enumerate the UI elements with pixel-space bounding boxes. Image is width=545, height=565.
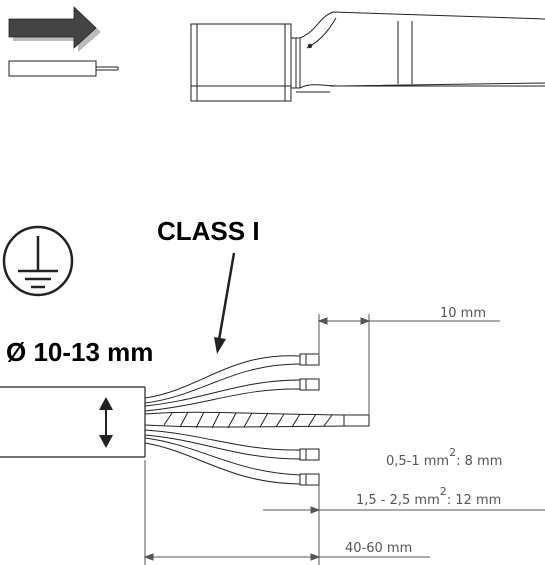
dimension-strip-length — [317, 314, 500, 415]
class-label: CLASS I — [157, 216, 260, 246]
small-wire-prefix: 0,5-1 mm — [386, 454, 449, 469]
small-wire-exponent: 2 — [449, 446, 456, 459]
wire-bottom-1 — [144, 429, 320, 461]
large-wire-prefix: 1,5 - 2,5 mm — [356, 493, 440, 508]
stripped-wire-illustration — [8, 60, 119, 77]
large-wire-suffix: : 12 mm — [447, 493, 502, 508]
wire-bottom-2 — [144, 437, 320, 486]
direction-arrow-icon — [8, 6, 101, 52]
diameter-label: Ø 10-13 mm — [6, 337, 153, 367]
strip-length-label: 10 mm — [440, 306, 486, 321]
earth-wire-braided — [144, 411, 370, 429]
cable-sheath — [0, 386, 146, 458]
small-wire-label: 0,5-1 mm2: 8 mm — [386, 446, 502, 469]
sheath-strip-label: 40-60 mm — [345, 541, 412, 556]
dimension-sheath-strip — [143, 460, 430, 565]
dimension-small-wire: 0,5-1 mm2: 8 mm — [386, 446, 502, 469]
sheath-diameter-arrow — [99, 397, 113, 448]
dimension-large-wire — [263, 485, 545, 520]
wire-top-2 — [144, 378, 320, 412]
large-wire-label: 1,5 - 2,5 mm2: 12 mm — [356, 485, 501, 508]
protective-earth-icon — [2, 225, 74, 297]
wire-top-1 — [144, 353, 320, 404]
large-wire-exponent: 2 — [440, 485, 447, 498]
class-pointer-arrow — [214, 252, 236, 354]
small-wire-suffix: : 8 mm — [456, 454, 502, 469]
connector-body-illustration — [190, 11, 545, 102]
